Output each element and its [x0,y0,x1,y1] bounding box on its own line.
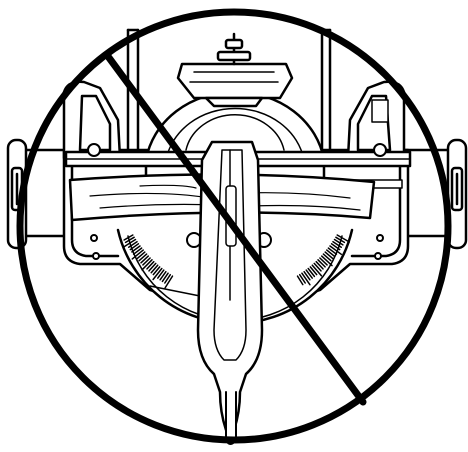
scale-tick [131,249,144,260]
scale-tick [122,238,137,248]
scale-tick [336,234,351,243]
scale-tick [164,273,172,284]
scale-tick [322,253,332,262]
side-extension-bars [18,148,450,238]
scale-tick [142,257,151,266]
scale-tick [309,266,318,276]
scale-tick [296,275,304,286]
scale-tick [333,238,344,246]
scale-tick [124,236,135,244]
scale-tick [138,253,148,262]
scale-tick [123,234,134,241]
scale-tick [136,251,146,260]
scale-tick [161,272,169,283]
scale-tick [127,240,138,248]
miter-scale-left [122,234,174,289]
scale-tick [131,245,141,253]
scale-tick [129,243,140,251]
scale-tick [298,273,306,284]
scale-tick [319,257,328,266]
scale-tick [148,262,157,272]
scale-tick [152,266,161,276]
scale-tick [329,245,343,256]
scale-tick [315,260,324,270]
scale-tick [313,262,322,272]
scale-tick [317,259,326,268]
motor-top [176,32,294,108]
scale-tick [152,267,163,281]
scale-tick [307,267,316,278]
scale-tick [324,251,334,260]
scale-tick [326,249,336,258]
miter-scale-right [296,234,351,286]
scale-tick [327,247,338,255]
scale-tick [303,270,311,281]
scale-tick [140,255,150,264]
scale-tick [335,236,346,244]
scale-tick [330,243,341,251]
scale-tick [132,247,143,255]
scale-tick [164,275,174,289]
scale-tick [305,269,313,279]
scale-tick [332,240,343,248]
scale-tick [311,264,323,277]
scale-tick [159,270,167,281]
scale-tick [141,259,153,271]
side-handles [6,138,468,250]
scale-tick [157,269,165,279]
scale-tick [320,255,333,267]
scale-tick [146,260,155,270]
scale-tick [150,264,159,274]
no-entry-icon [16,8,452,444]
scale-tick [301,272,311,286]
